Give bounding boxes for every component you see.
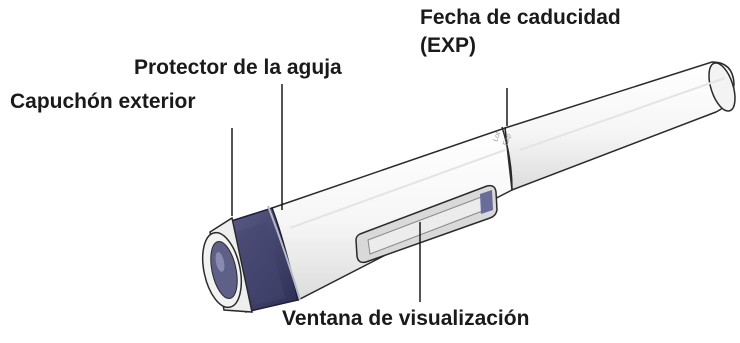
pen-end-cap	[708, 62, 736, 112]
pen-lot-text: Lot	[492, 131, 502, 143]
needle-guard-rim	[267, 205, 301, 301]
label-expiry-date: Fecha de caducidad	[420, 6, 621, 29]
outer-cap-gloss	[215, 252, 225, 272]
pen-highlight	[289, 77, 726, 229]
label-viewing-window: Ventana de visualización	[282, 307, 530, 330]
needle-guard-shade	[236, 222, 285, 305]
pen-barrel-rear	[504, 61, 735, 192]
pen-exp-text: Exp	[502, 133, 513, 147]
label-needle-guard: Protector de la aguja	[134, 56, 342, 79]
label-expiry-code: (EXP)	[420, 34, 477, 57]
label-outer-cap: Capuchón exterior	[10, 90, 196, 113]
viewing-window-accent	[480, 190, 493, 214]
pen-seam	[501, 126, 513, 191]
